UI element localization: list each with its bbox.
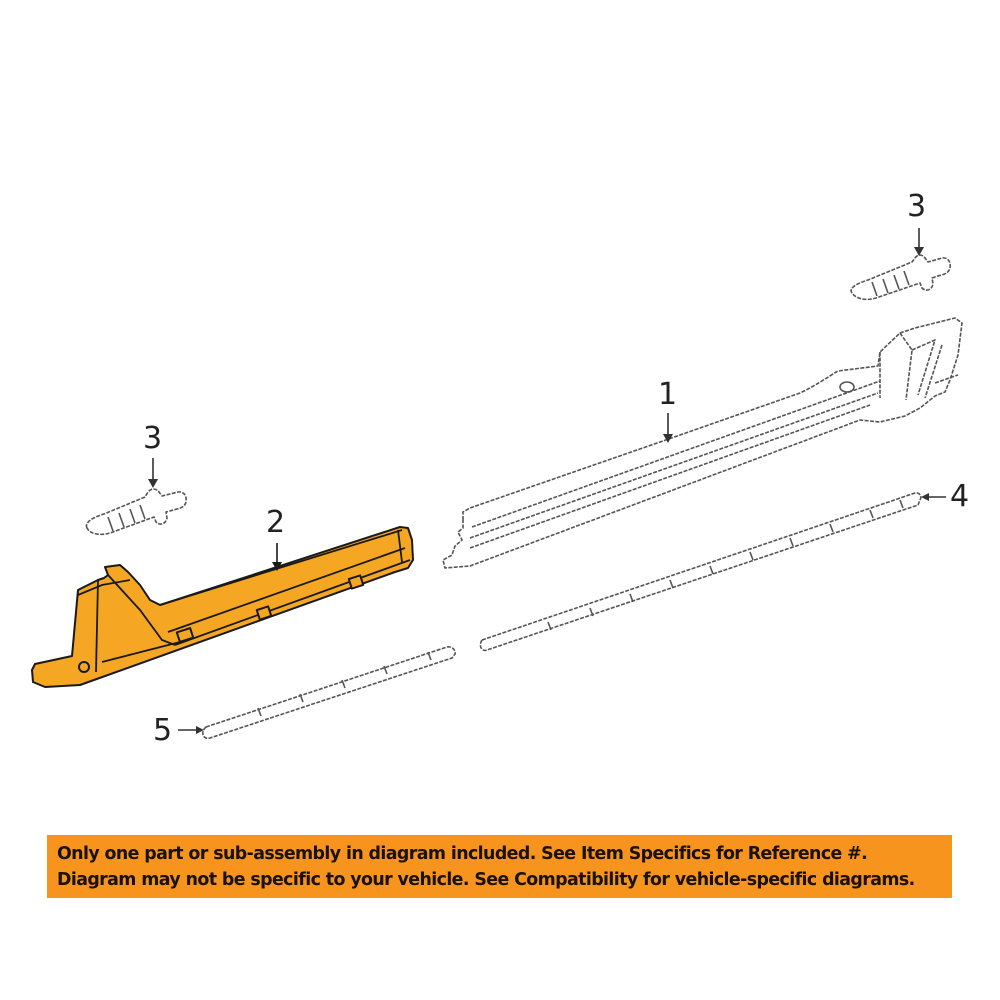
disclaimer-line-1: Only one part or sub-assembly in diagram… — [57, 844, 868, 864]
callout-4: 4 — [950, 479, 970, 514]
fastener-clip-right — [850, 228, 951, 301]
disclaimer-banner: Only one part or sub-assembly in diagram… — [47, 835, 952, 898]
callout-2: 2 — [266, 505, 286, 540]
callout-3-right: 3 — [907, 189, 927, 224]
rocker-panel-outline — [442, 317, 963, 569]
callout-3-left: 3 — [143, 421, 163, 456]
rocker-molding-highlighted — [31, 526, 414, 688]
seal-strip-rear — [479, 492, 946, 652]
seal-strip-front — [178, 646, 456, 740]
disclaimer-line-2: Diagram may not be specific to your vehi… — [57, 870, 915, 890]
callout-1: 1 — [658, 377, 678, 412]
fastener-clip-left — [85, 458, 187, 536]
callout-5: 5 — [153, 713, 173, 748]
